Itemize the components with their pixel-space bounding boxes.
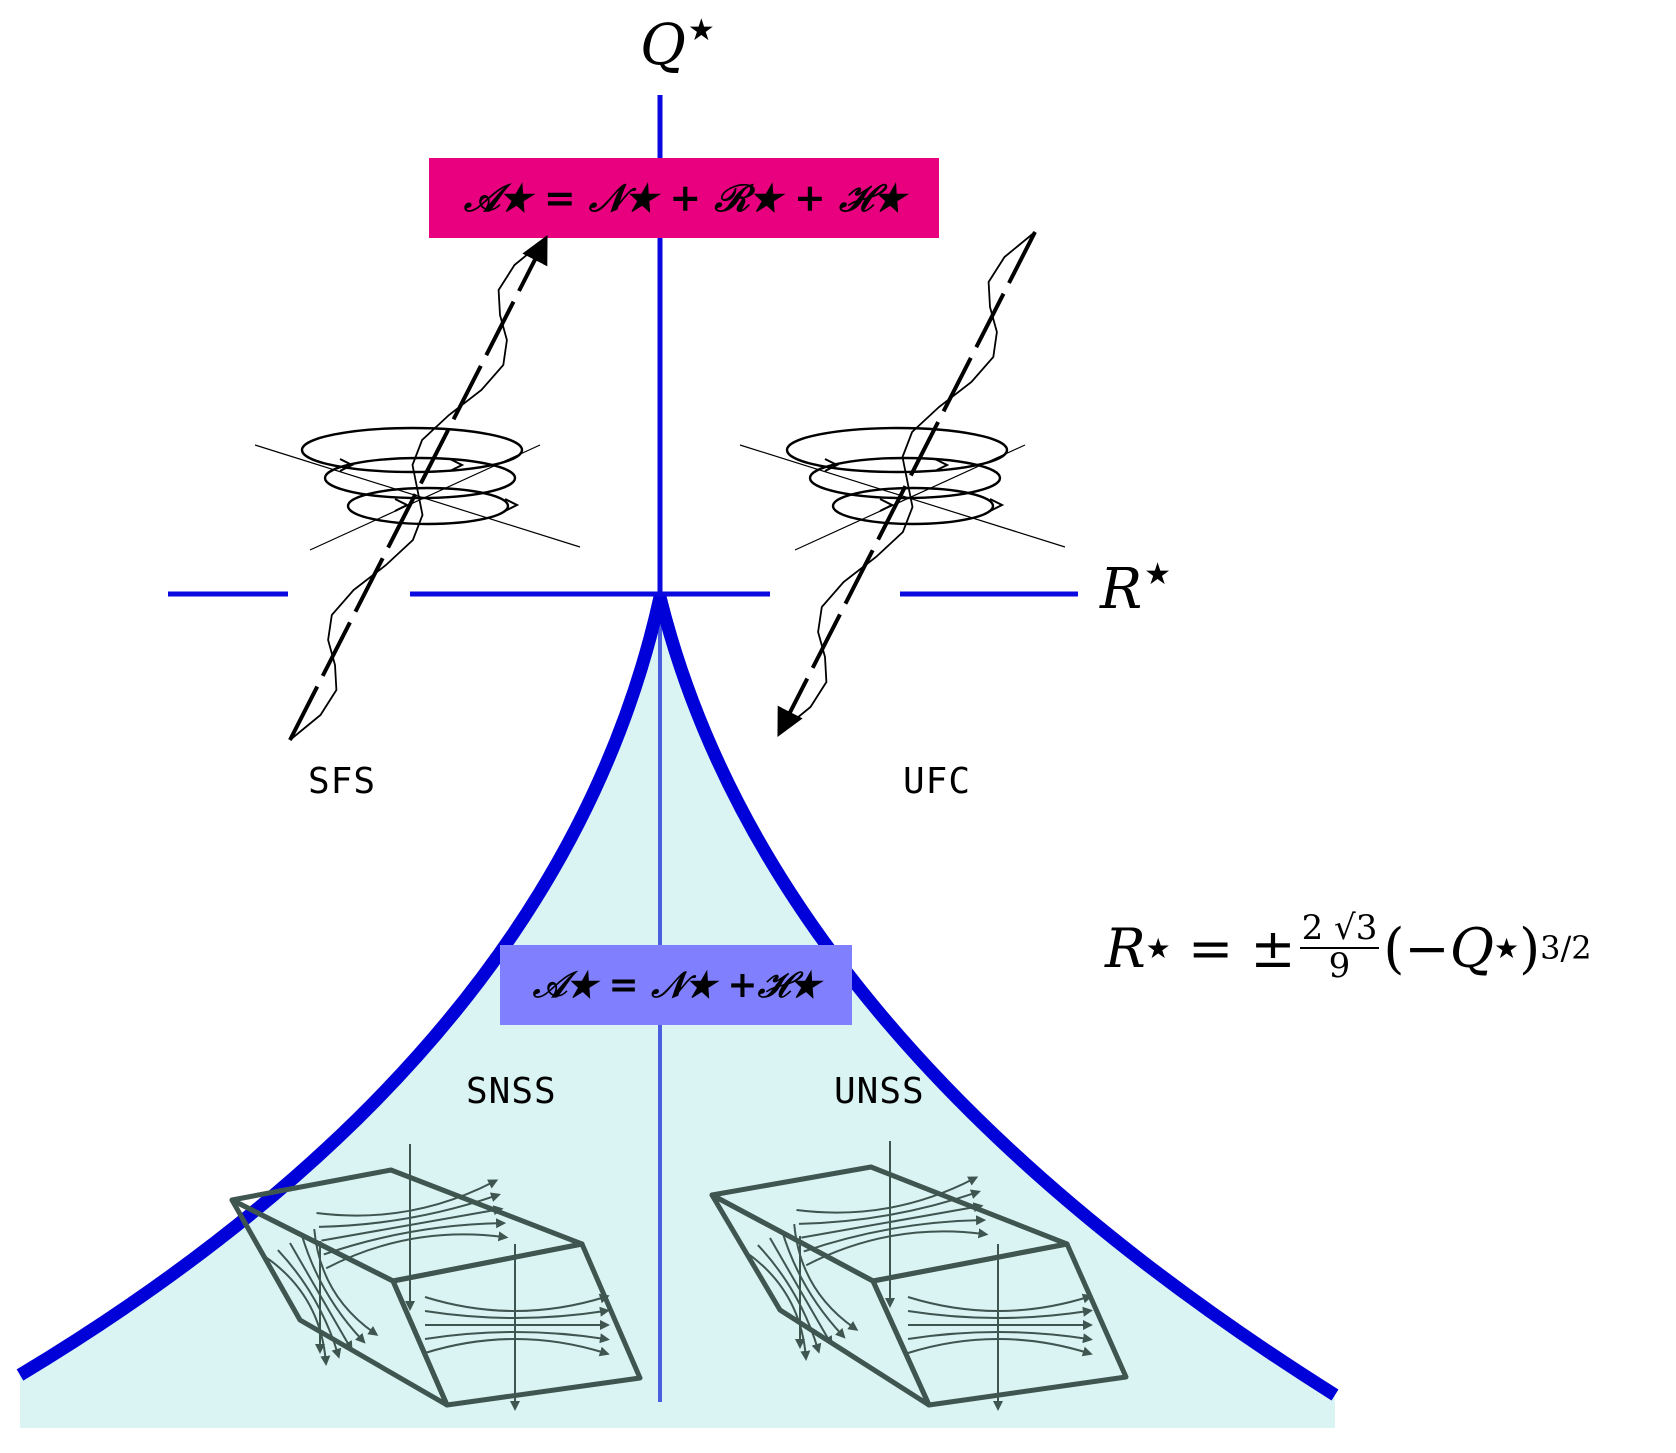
- flow-line: [781, 1230, 846, 1339]
- flow-line: [323, 1218, 507, 1256]
- direction-tick: [394, 498, 410, 512]
- spiral-trajectory: [289, 239, 546, 741]
- direction-tick: [989, 498, 1005, 512]
- direction-tick: [449, 458, 465, 472]
- top-formula-box-bg: [429, 158, 939, 238]
- cusp-boundary-right: [653, 595, 1339, 1401]
- r-axis-letter: R: [1100, 557, 1143, 622]
- spiral-loop: [323, 456, 517, 500]
- curve-eq-q-star: ★: [1493, 931, 1520, 965]
- q-axis-star: ★: [687, 13, 715, 48]
- q-axis-letter: Q: [640, 13, 686, 78]
- spiral-trajectory: [779, 231, 1036, 733]
- direction-tick: [339, 458, 355, 472]
- spiral-loop: [808, 456, 1002, 500]
- curve-eq-denominator: 9: [1328, 946, 1351, 986]
- spiral-loop: [785, 426, 1009, 474]
- flow-line: [796, 1176, 979, 1214]
- r-axis-label: R★: [1100, 560, 1171, 618]
- r-axis-star: ★: [1144, 557, 1172, 592]
- middle-formula-box-bg: [500, 945, 852, 1025]
- flow-line: [301, 1235, 366, 1344]
- spiral-loop: [300, 426, 524, 474]
- cusp-boundary-left: [16, 595, 667, 1381]
- flow-line: [798, 1189, 981, 1225]
- direction-tick: [879, 498, 895, 512]
- curve-eq-lhs: R: [1105, 916, 1146, 980]
- flow-line: [793, 1223, 859, 1331]
- direction-tick: [934, 458, 950, 472]
- flow-line: [318, 1192, 501, 1228]
- curve-eq-equals: = ±: [1170, 916, 1296, 980]
- region-label-ufc: UFC: [903, 761, 972, 802]
- region-label-unss: UNSS: [834, 1071, 925, 1112]
- focus-sketch-left: [254, 235, 581, 741]
- top-formula: 𝒜★ = 𝒩★ + ℛ★ + ℋ★: [463, 175, 905, 220]
- flow-line: [316, 1179, 499, 1217]
- q-axis-label: Q★: [640, 16, 715, 74]
- region-label-snss: SNSS: [466, 1071, 557, 1112]
- spiral-loop: [346, 486, 510, 526]
- flow-line: [325, 1231, 509, 1270]
- curve-eq-paren-close: ): [1519, 916, 1541, 980]
- flow-line: [757, 1244, 822, 1354]
- node-saddle-cube-left: [229, 1144, 643, 1411]
- flow-line: [803, 1215, 987, 1253]
- curve-eq-exponent: 3/2: [1540, 929, 1592, 967]
- cube-front-face: [390, 1241, 643, 1408]
- curve-eq-q: Q: [1449, 916, 1494, 980]
- curve-eq-lhs-star: ★: [1145, 931, 1171, 965]
- cusp-boundary: [16, 595, 1339, 1401]
- flow-line: [805, 1228, 989, 1267]
- curve-eq-paren-open: (−: [1383, 916, 1450, 980]
- region-label-sfs: SFS: [308, 761, 377, 802]
- focus-sketch-right: [739, 231, 1066, 737]
- flow-line: [277, 1249, 342, 1359]
- direction-tick: [504, 498, 520, 512]
- curve-eq-numerator: 2 √3: [1299, 908, 1380, 949]
- direction-tick: [824, 458, 840, 472]
- node-saddle-cube-right: [709, 1141, 1129, 1411]
- plane-line: [254, 444, 581, 548]
- cube-front-face: [870, 1241, 1129, 1408]
- spiral-loop: [831, 486, 995, 526]
- flow-line: [313, 1228, 379, 1336]
- middle-formula: 𝒜★ = 𝒩★ +ℋ★: [532, 963, 820, 1006]
